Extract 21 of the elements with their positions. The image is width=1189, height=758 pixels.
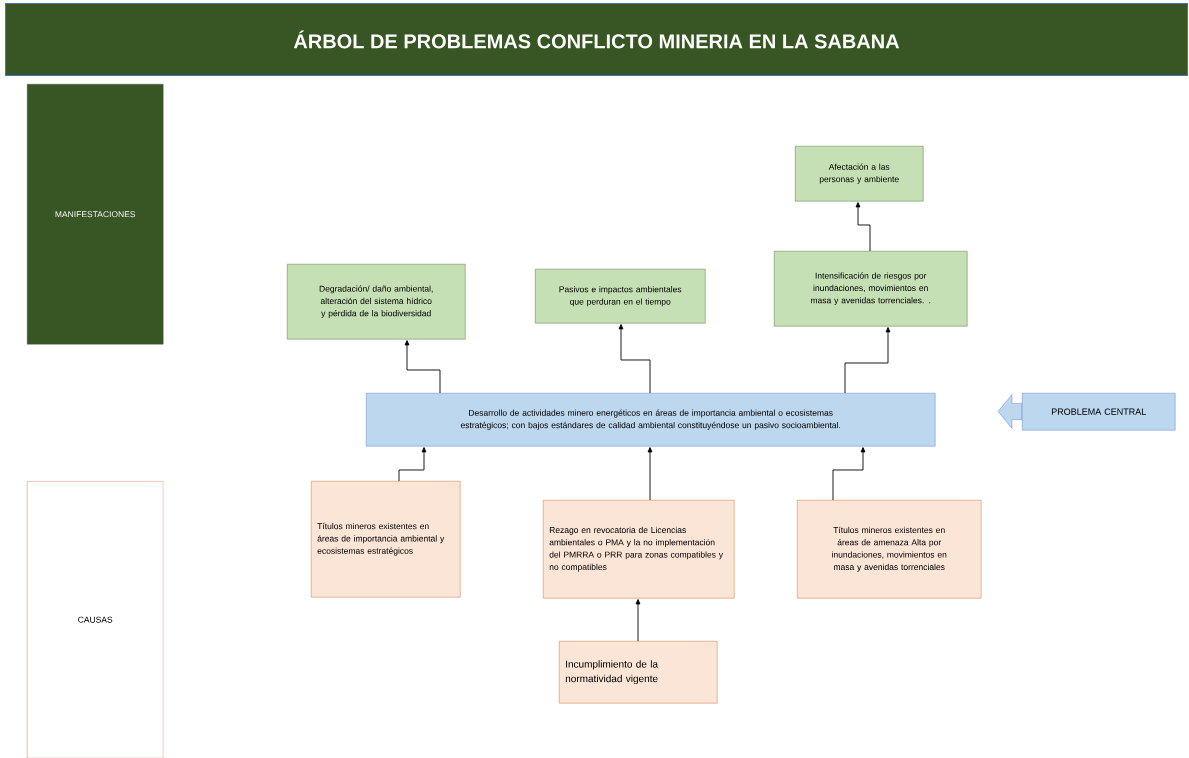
- section-box: MANIFESTACIONES: [27, 84, 164, 345]
- cause-box: Rezago en revocatoria de Licencias ambientales o PMA y la no implementación del PMRRA o PRR para zonas compatibles y no compatibles: [543, 500, 735, 599]
- effect-box: Degradación/ daño ambiental, alteración del sistema hídrico y pérdida de la biodiversidad: [287, 264, 466, 340]
- arrow: [618, 324, 651, 394]
- effect-box: Intensificación de riesgos por inundaciones, movimientos en masa y avenidas torrenciales. .: [774, 251, 968, 327]
- arrow: [855, 202, 871, 252]
- arrow: [635, 599, 641, 642]
- arrow: [404, 340, 441, 394]
- arrow: [398, 447, 427, 482]
- problem-box: Desarrollo de actividades minero energéticos en áreas de importancia ambiental o ecosistemas estratégicos; con bajos estándares de calidad ambiental constituyéndose un pasivo socioambiental.: [366, 393, 936, 447]
- title-bar: ÁRBOL DE PROBLEMAS CONFLICTO MINERIA EN LA SABANA: [5, 3, 1188, 76]
- cause-box: Incumplimiento de la normatividad vigente: [559, 641, 718, 704]
- effect-box: Afectación a las personas y ambiente: [795, 146, 924, 202]
- section-box: CAUSAS: [27, 481, 164, 758]
- cause-box: Títulos mineros existentes en áreas de importancia ambiental y ecosistemas estratégicos: [311, 481, 461, 598]
- cause-box: Títulos mineros existentes en áreas de amenaza Alta por inundaciones, movimientos en masa y avenidas torrenciales: [797, 500, 982, 599]
- arrow-label-box: PROBLEMA CENTRAL: [997, 393, 1176, 431]
- arrow: [832, 447, 866, 501]
- arrow: [647, 447, 653, 501]
- arrow: [844, 327, 891, 394]
- effect-box: Pasivos e impactos ambientales que perduran en el tiempo: [535, 269, 706, 324]
